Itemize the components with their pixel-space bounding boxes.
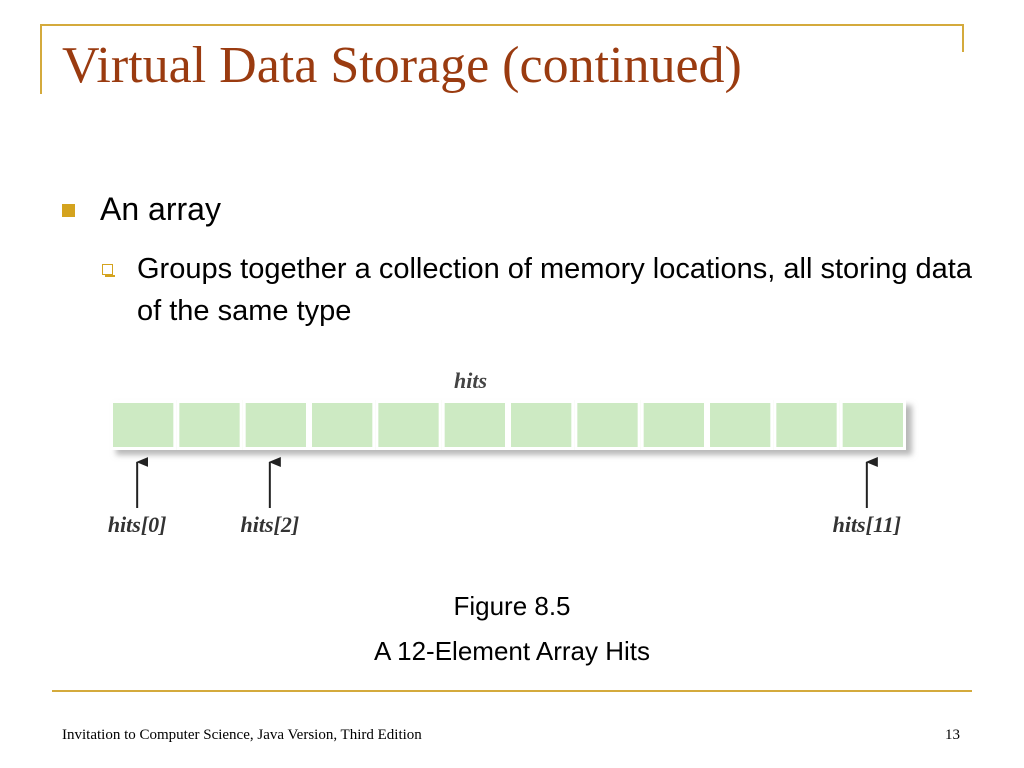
bullet-level1-text: An array: [100, 191, 221, 227]
array-cells: [110, 400, 907, 450]
figure-number: Figure 8.5: [453, 591, 571, 621]
array-cell: [773, 400, 840, 450]
frame-right-line: [962, 24, 964, 52]
bullet-level2-text: Groups together a collection of memory l…: [137, 253, 972, 327]
footer-divider: [52, 690, 972, 692]
slide-title: Virtual Data Storage (continued): [62, 37, 742, 94]
array-cell: [839, 400, 907, 450]
array-cell: [110, 400, 177, 450]
footer-text: Invitation to Computer Science, Java Ver…: [62, 727, 422, 743]
square-bullet-icon: [62, 204, 75, 217]
pointer-label: hits[2]: [240, 512, 299, 537]
array-cell: [508, 400, 575, 450]
array-diagram: hits[0] hits[2] hits[11]: [108, 400, 907, 537]
array-name-label: hits: [454, 368, 488, 393]
frame-top-line: [40, 24, 964, 26]
array-cell: [707, 400, 774, 450]
array-cell: [309, 400, 376, 450]
array-cell: [375, 400, 442, 450]
array-cell: [242, 400, 310, 450]
array-cell: [176, 400, 243, 450]
array-cell: [441, 400, 508, 450]
array-pointers: hits[0] hits[2] hits[11]: [108, 457, 901, 537]
figure-caption: A 12-Element Array Hits: [374, 636, 650, 666]
hollow-square-bullet-icon: [102, 264, 115, 277]
frame-left-line: [40, 24, 42, 94]
pointer-label: hits[11]: [833, 512, 901, 537]
array-cell: [574, 400, 641, 450]
array-cell: [640, 400, 708, 450]
page-number: 13: [945, 727, 960, 743]
pointer-label: hits[0]: [108, 512, 167, 537]
